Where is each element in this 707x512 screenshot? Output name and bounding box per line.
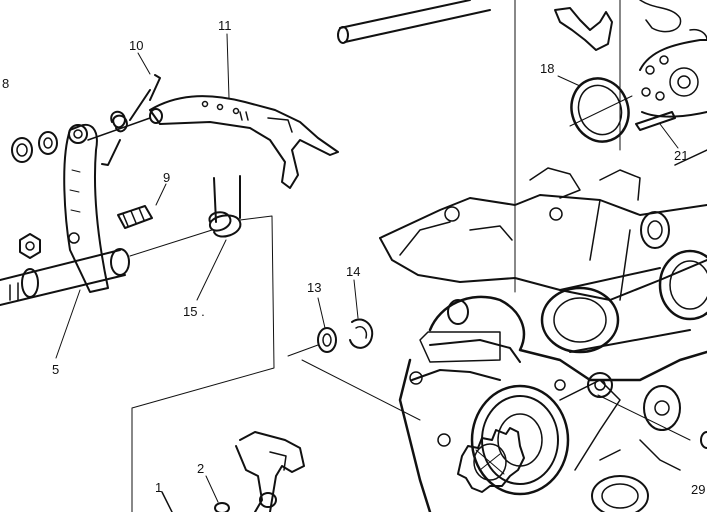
bolt-part-9 (117, 205, 153, 229)
countershaft-gear (457, 427, 525, 493)
stopper-bracket (161, 431, 305, 512)
label-part-29: 29 (691, 482, 705, 497)
label-part-11: 11 (218, 18, 232, 33)
nut (19, 233, 41, 259)
label-part-9: 9 (163, 170, 170, 185)
shift-drum-end (639, 28, 707, 166)
circlip-part-14 (349, 318, 374, 349)
part-labels: 1 2 5 8 9 10 11 13 14 15 . 18 21 29 (2, 18, 705, 497)
label-part-1: 1 (155, 480, 162, 495)
shift-fork-rod (337, 0, 491, 44)
label-part-15: 15 . (183, 304, 205, 319)
shift-arm (63, 117, 151, 293)
label-leader-lines (55, 33, 679, 503)
washers-part-8 (11, 131, 58, 163)
label-part-18: 18 (540, 61, 554, 76)
label-part-8: 8 (2, 76, 9, 91)
label-part-5: 5 (52, 362, 59, 377)
shift-fork-top (554, 0, 682, 51)
oil-seal-part-18 (569, 77, 633, 143)
label-part-13: 13 (307, 280, 321, 295)
spring-part-10 (101, 74, 161, 166)
return-spring-part-15 (129, 175, 242, 257)
shift-lever-part-11 (149, 95, 339, 189)
crankcase (379, 167, 707, 512)
label-part-10: 10 (129, 38, 143, 53)
label-part-14: 14 (346, 264, 360, 279)
shift-shaft (0, 248, 130, 306)
assembly-guide-lines (131, 0, 691, 512)
washer-part-13 (317, 327, 337, 353)
label-part-2: 2 (197, 461, 204, 476)
label-part-21: 21 (674, 148, 688, 163)
